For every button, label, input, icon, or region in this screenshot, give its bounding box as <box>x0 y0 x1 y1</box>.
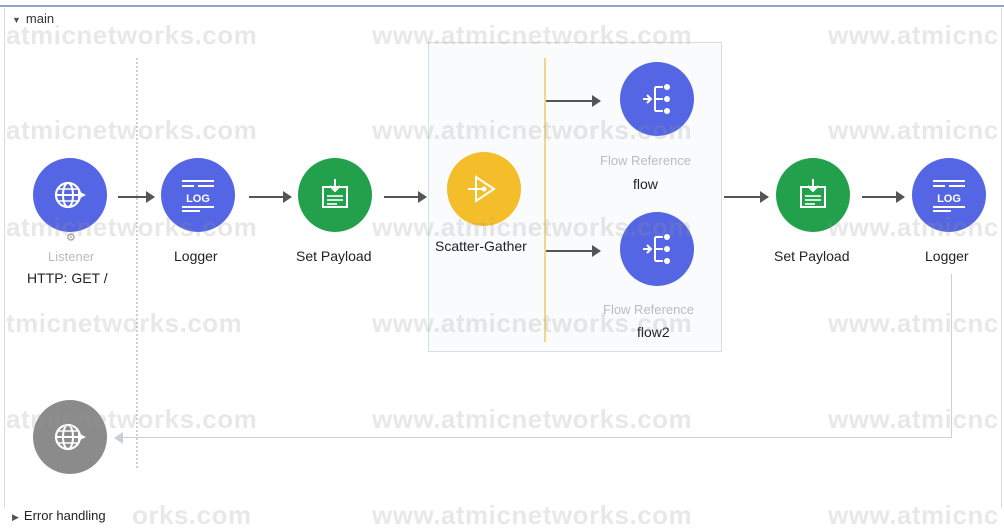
return-line-vertical <box>951 274 952 438</box>
set-payload-node-1[interactable] <box>298 158 372 232</box>
flow-reference-title-2: Flow Reference <box>603 302 695 317</box>
expand-triangle-icon[interactable]: ▶ <box>12 512 19 522</box>
flow-reference-subtitle-1: flow <box>633 176 658 192</box>
logger-label-2: Logger <box>925 248 969 264</box>
logger-label-1: Logger <box>174 248 218 264</box>
connector-arrow <box>249 191 292 203</box>
watermark: www.atmicnc <box>828 115 999 145</box>
watermark: www.atmicnc <box>828 308 999 338</box>
listener-title: Listener <box>48 249 95 264</box>
watermark: www.atmicnetworks.com <box>372 404 693 434</box>
flow-reference-subtitle-2: flow2 <box>637 324 670 340</box>
globe-icon <box>54 181 86 209</box>
flow-reference-title-1: Flow Reference <box>600 153 692 168</box>
error-source-node[interactable] <box>33 400 107 474</box>
set-payload-label-2: Set Payload <box>774 248 850 264</box>
scatter-gather-icon <box>468 175 496 203</box>
logger-node-1[interactable]: LOG <box>161 158 235 232</box>
globe-icon <box>54 423 86 451</box>
source-divider <box>136 58 138 468</box>
flow-reference-node-2[interactable] <box>620 212 694 286</box>
set-payload-label-1: Set Payload <box>296 248 372 264</box>
connector-arrow <box>384 191 427 203</box>
canvas-left-border <box>4 8 5 508</box>
scope-route-divider <box>544 58 546 342</box>
watermark: tmicnetworks.com <box>6 308 243 338</box>
listener-subtitle: HTTP: GET / <box>27 270 108 286</box>
main-flow-label: main <box>25 11 55 26</box>
svg-text:LOG: LOG <box>937 193 961 205</box>
watermark: www.atmicnc <box>828 404 999 434</box>
set-payload-node-2[interactable] <box>776 158 850 232</box>
log-icon: LOG <box>933 180 965 212</box>
source-badge-icon: ⚙ <box>66 232 76 244</box>
scatter-gather-label: Scatter-Gather <box>435 238 527 254</box>
flow-reference-icon <box>643 84 670 114</box>
route-arrow-1 <box>546 95 601 107</box>
svg-text:LOG: LOG <box>186 193 210 205</box>
connector-arrow <box>724 191 769 203</box>
logger-node-2[interactable]: LOG <box>912 158 986 232</box>
error-handling-label: Error handling <box>23 508 106 523</box>
watermark: www.atmicnc <box>828 500 999 530</box>
flow-reference-icon <box>643 234 670 264</box>
return-line <box>120 437 952 438</box>
payload-icon <box>322 179 348 208</box>
connector-arrow <box>862 191 905 203</box>
canvas-top-border <box>0 5 1004 7</box>
collapse-triangle-icon[interactable]: ▼ <box>12 15 21 25</box>
error-handling-header[interactable]: ▶ Error handling <box>12 508 106 523</box>
scatter-gather-node[interactable] <box>447 152 521 226</box>
connector-arrow <box>118 191 155 203</box>
return-arrowhead <box>114 432 123 444</box>
main-flow-header[interactable]: ▼ main <box>12 11 54 26</box>
log-icon: LOG <box>182 180 214 212</box>
watermark: orks.com <box>132 500 252 530</box>
payload-icon <box>800 179 826 208</box>
canvas-right-border <box>1001 8 1002 508</box>
watermark: atmicnetworks.com <box>6 115 258 145</box>
route-arrow-2 <box>546 245 601 257</box>
watermark: www.atmicnc <box>828 20 999 50</box>
watermark: www.atmicnetworks.com <box>372 500 693 530</box>
flow-reference-node-1[interactable] <box>620 62 694 136</box>
listener-node[interactable] <box>33 158 107 232</box>
